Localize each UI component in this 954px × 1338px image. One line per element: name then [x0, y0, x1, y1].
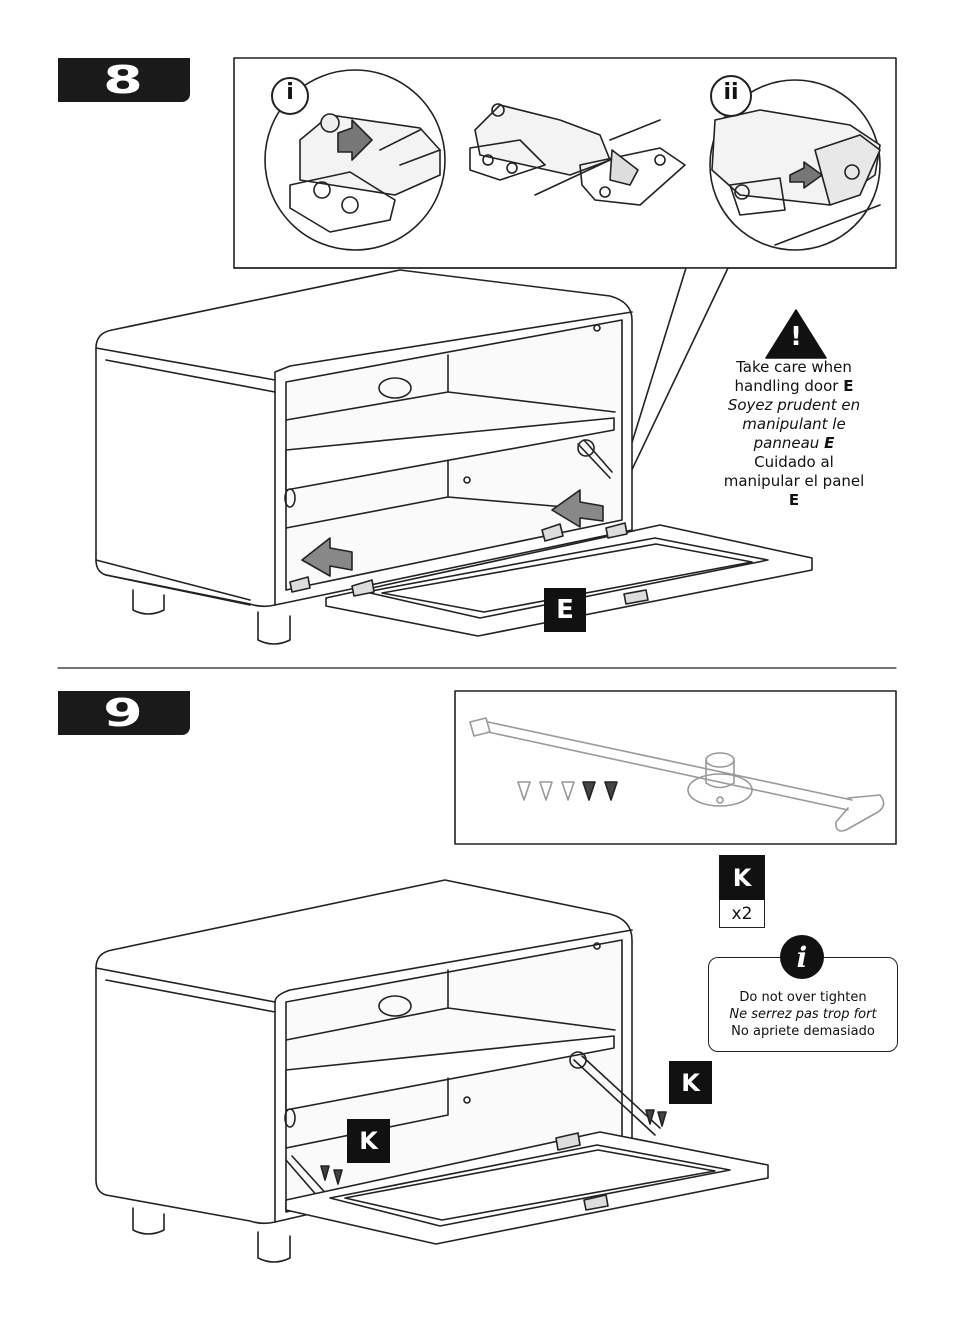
- part-k-header-label: K: [719, 855, 765, 901]
- screws-illustration: [582, 781, 618, 801]
- info-icon: i: [780, 935, 824, 979]
- note-fr: Ne serrez pas trop fort: [729, 1007, 877, 1022]
- detail-i-illustration: [264, 69, 446, 251]
- warning-text: Take care when handling door E Soyez pru…: [718, 358, 870, 510]
- cabinet-step-8-illustration: [95, 269, 813, 645]
- step-9-number: 9: [103, 691, 145, 735]
- step-8-badge: 8: [58, 58, 190, 102]
- stay-hinge-part-illustration: [469, 717, 885, 832]
- warning-exclamation: !: [790, 322, 802, 352]
- warning-en: Take care when handling door: [734, 358, 852, 395]
- detail-ii-illustration: [709, 79, 881, 251]
- note-es: No apriete demasiado: [731, 1024, 875, 1039]
- part-k-quantity: x2: [719, 900, 765, 928]
- part-k-label-right: K: [669, 1061, 712, 1104]
- part-k-label-left: K: [347, 1119, 390, 1163]
- warning-fr: Soyez prudent en manipulant le panneau: [727, 396, 861, 452]
- note-en: Do not over tighten: [739, 990, 867, 1005]
- warning-es: Cuidado al manipular el panel: [723, 453, 865, 490]
- step-9-badge: 9: [58, 691, 190, 735]
- cabinet-step-9-illustration: [95, 879, 769, 1263]
- warning-es-part: E: [788, 491, 800, 509]
- warning-fr-part: E: [824, 434, 835, 452]
- detail-i-label: i: [286, 80, 294, 105]
- hinge-detail-illustration: [469, 103, 686, 206]
- part-e-label: E: [544, 588, 586, 632]
- warning-triangle-icon: [765, 309, 827, 359]
- step-9-parts-frame: [454, 690, 897, 845]
- info-note-text: Do not over tighten Ne serrez pas trop f…: [708, 989, 898, 1040]
- warning-en-part: E: [843, 377, 854, 395]
- detail-ii-label: ii: [723, 80, 739, 105]
- step-8-number: 8: [103, 58, 145, 102]
